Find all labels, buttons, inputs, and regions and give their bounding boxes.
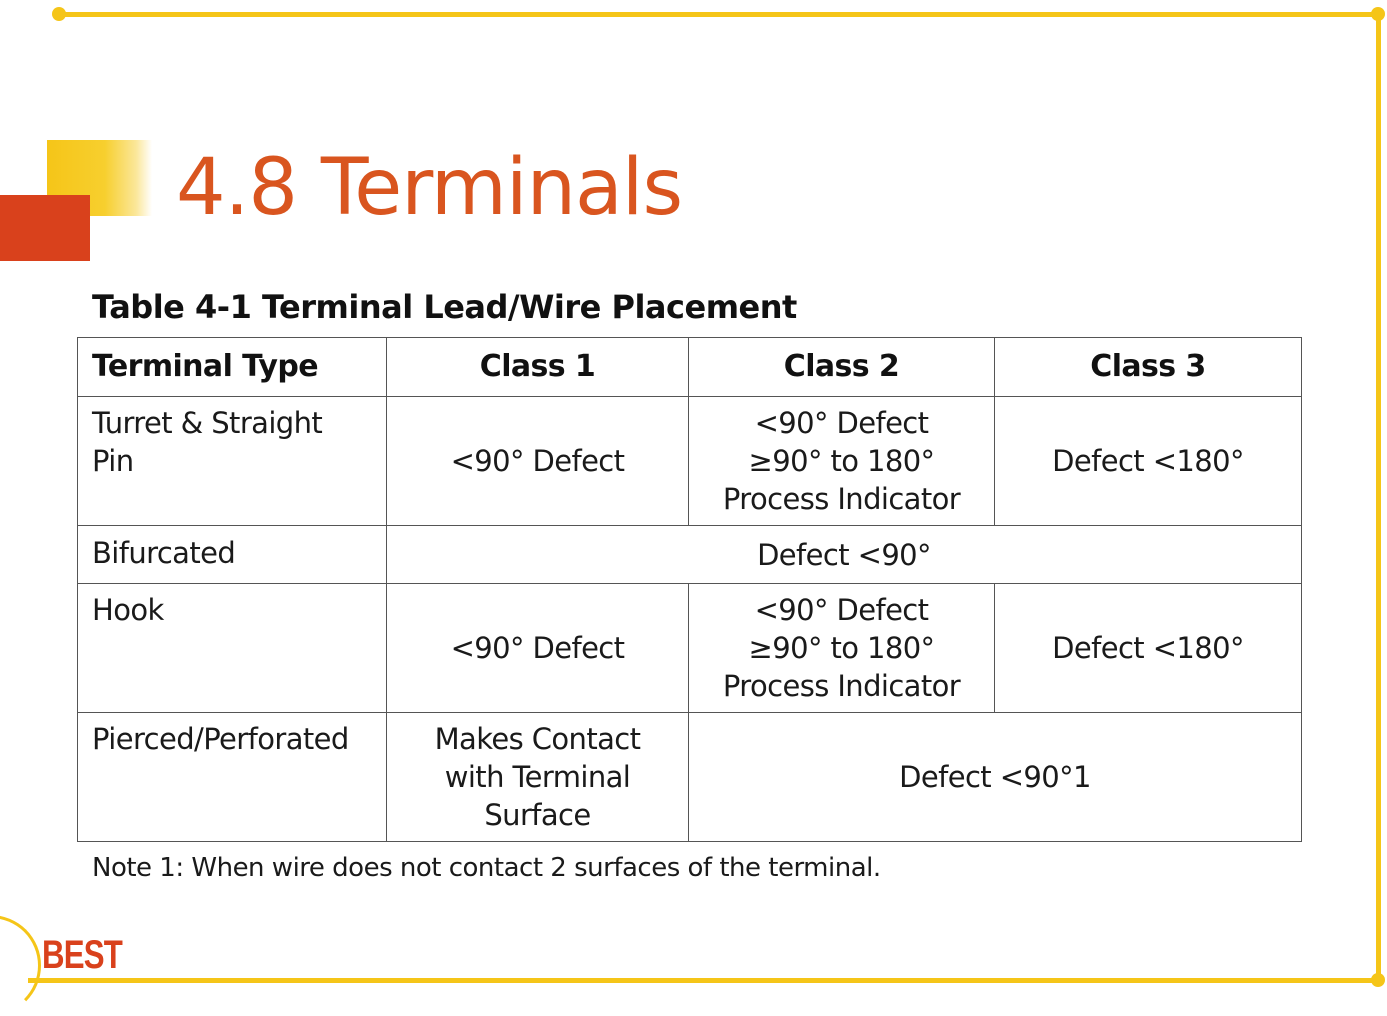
table-row-bifurcated: Bifurcated Defect <90° [77,525,1302,584]
cell-hook-class2: <90° Defect ≥90° to 180° Process Indicat… [688,583,995,713]
terminal-placement-table: Terminal Type Class 1 Class 2 Class 3 Tu… [77,337,1302,842]
cell-pierced-class1: Makes Contact with Terminal Surface [386,712,689,842]
frame-right-line [1376,12,1381,982]
cell-type-hook: Hook [77,583,387,713]
frame-top-line [58,12,1380,17]
title-accent-red-block [0,195,90,261]
frame-dot-top-left [52,7,66,21]
table-row-turret: Turret & Straight Pin <90° Defect <90° D… [77,396,1302,526]
header-terminal-type: Terminal Type [77,337,387,397]
cell-type-turret: Turret & Straight Pin [77,396,387,526]
frame-dot-top-right [1371,7,1385,21]
cell-turret-class2: <90° Defect ≥90° to 180° Process Indicat… [688,396,995,526]
table-row-pierced: Pierced/Perforated Makes Contact with Te… [77,712,1302,842]
table-row-hook: Hook <90° Defect <90° Defect ≥90° to 180… [77,583,1302,713]
frame-corner-arc [0,915,41,1016]
cell-type-pierced: Pierced/Perforated [77,712,387,842]
table-header-row: Terminal Type Class 1 Class 2 Class 3 [77,337,1302,397]
cell-line: ≥90° to 180° [748,631,936,665]
cell-turret-class1: <90° Defect [386,396,689,526]
cell-line: Surface [484,798,591,832]
cell-line: <90° Defect [754,593,929,627]
cell-type-bifurcated: Bifurcated [77,525,387,584]
cell-turret-class3: Defect <180° [994,396,1302,526]
header-class-3: Class 3 [994,337,1302,397]
cell-pierced-class2-3: Defect <90°1 [688,712,1302,842]
best-logo: BEST [42,933,123,977]
table-caption: Table 4-1 Terminal Lead/Wire Placement [92,288,797,326]
cell-line: Process Indicator [722,669,961,703]
cell-bifurcated-all-classes: Defect <90° [386,525,1302,584]
cell-line: ≥90° to 180° [748,444,936,478]
cell-hook-class1: <90° Defect [386,583,689,713]
cell-line: <90° Defect [754,406,929,440]
cell-hook-class3: Defect <180° [994,583,1302,713]
frame-dot-bottom-right [1371,973,1385,987]
cell-line: with Terminal [444,760,631,794]
table-footnote: Note 1: When wire does not contact 2 sur… [92,853,881,883]
cell-line: Makes Contact [434,722,641,756]
header-class-2: Class 2 [688,337,995,397]
slide-title: 4.8 Terminals [176,143,683,233]
cell-line: Process Indicator [722,482,961,516]
frame-bottom-line [28,978,1381,983]
header-class-1: Class 1 [386,337,689,397]
